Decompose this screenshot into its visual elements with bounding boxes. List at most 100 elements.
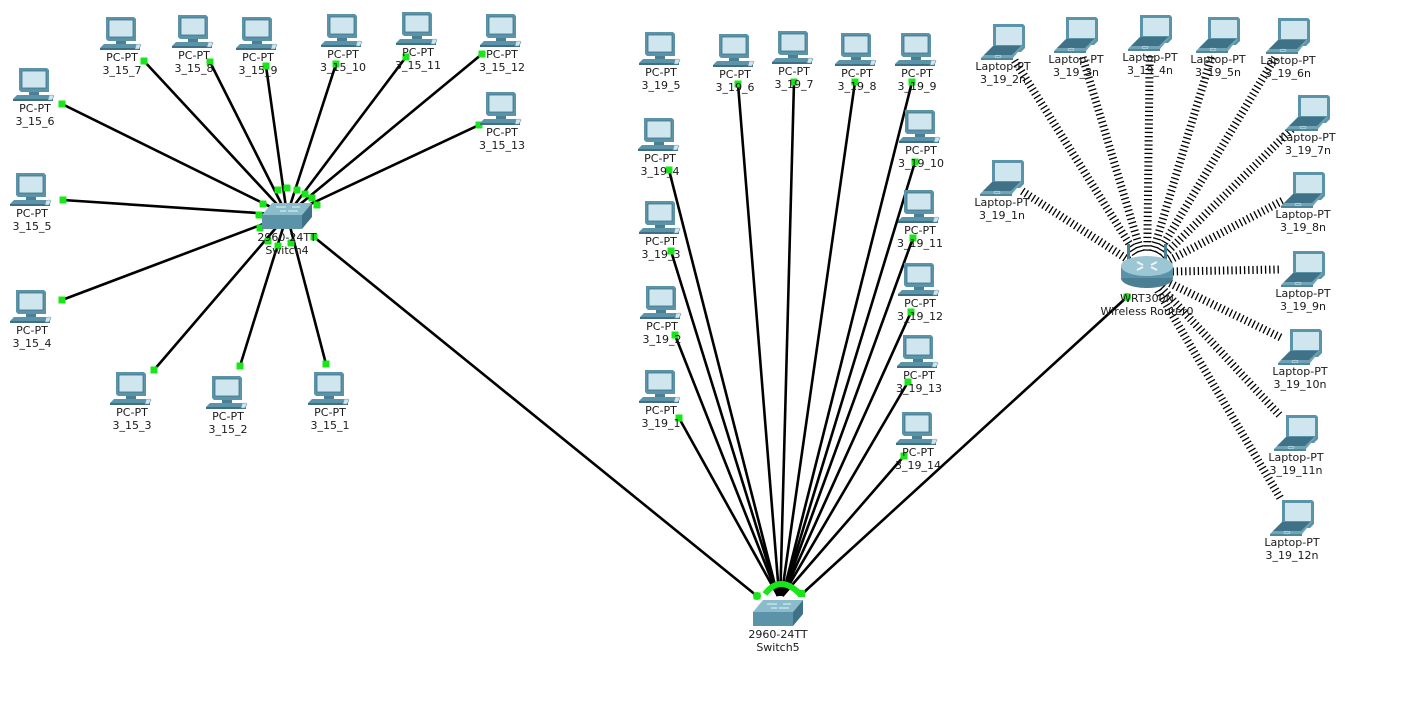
device-name: 3_19_12n [1265, 549, 1319, 562]
device-name: 3_19_14 [895, 459, 941, 472]
device-model: Laptop-PT [1190, 53, 1246, 66]
device-name: 3_19_7 [774, 78, 814, 91]
device-label: PC-PT 3_19_6 [685, 68, 785, 94]
link-WirelessRouter0-3_19_2n[interactable] [1011, 58, 1140, 257]
device-name: 3_15_7 [102, 64, 142, 77]
link-Switch5-3_19_7[interactable] [778, 78, 798, 597]
link-WirelessRouter0-3_19_6n[interactable] [1154, 55, 1279, 256]
device-label: PC-PT 3_19_10 [871, 144, 971, 170]
device-label: PC-PT 3_19_8 [807, 67, 907, 93]
device-model: PC-PT [719, 68, 751, 81]
device-name: 3_15_9 [238, 64, 278, 77]
device-label: PC-PT 3_15_6 [0, 102, 85, 128]
link-Switch5-3_19_9[interactable] [781, 78, 916, 597]
device-name: Switch4 [265, 244, 309, 257]
link-Switch4-3_15_11[interactable] [285, 53, 410, 216]
link-WirelessRouter0-3_19_5n[interactable] [1149, 56, 1216, 253]
device-model: PC-PT [841, 67, 873, 80]
link-Switch4-3_15_2[interactable] [236, 214, 289, 370]
link-Switch5-3_19_14[interactable] [781, 452, 908, 597]
device-model: Laptop-PT [1264, 536, 1320, 549]
link-Switch5-3_19_10[interactable] [781, 158, 919, 597]
link-Switch4-3_15_5[interactable] [59, 196, 288, 217]
link-Switch5-3_19_12[interactable] [781, 308, 915, 597]
device-model: Laptop-PT [975, 60, 1031, 73]
device-label: 2960-24TT Switch5 [728, 628, 828, 654]
device-name: 3_15_5 [12, 220, 52, 233]
device-model: PC-PT [116, 406, 148, 419]
device-label: 2960-24TT Switch4 [237, 231, 337, 257]
device-name: 3_19_9n [1280, 300, 1326, 313]
device-name: 3_19_6n [1265, 67, 1311, 80]
device-model: PC-PT [903, 369, 935, 382]
device-model: PC-PT [16, 324, 48, 337]
device-model: 2960-24TT [257, 231, 317, 244]
port-status-indicator [206, 58, 214, 66]
device-name: 3_19_10 [898, 157, 944, 170]
device-label: PC-PT 3_19_1 [611, 404, 711, 430]
device-label: PC-PT 3_15_8 [144, 49, 244, 75]
link-Switch4-3_15_7[interactable] [140, 57, 288, 216]
link-WirelessRouter0-3_19_11n[interactable] [1158, 284, 1283, 418]
device-name: 3_15_13 [479, 139, 525, 152]
link-Switch5-3_19_1[interactable] [675, 414, 780, 597]
device-model: PC-PT [645, 404, 677, 417]
link-WirelessRouter0-3_19_9n[interactable] [1168, 265, 1279, 276]
device-label: Laptop-PT 3_19_9n [1253, 287, 1353, 313]
link-Switch5-3_19_13[interactable] [781, 378, 912, 597]
device-name: 3_19_13 [896, 382, 942, 395]
device-name: 3_15_3 [112, 419, 152, 432]
device-name: 3_15_8 [174, 62, 214, 75]
device-label: Laptop-PT 3_19_7n [1258, 131, 1358, 157]
link-Switch4-3_15_8[interactable] [206, 58, 289, 216]
port-status-indicator [402, 53, 410, 61]
device-name: 3_19_5 [641, 79, 681, 92]
link-Switch4-3_15_13[interactable] [286, 121, 483, 217]
device-label: PC-PT 3_19_11 [870, 224, 970, 250]
link-Switch5-3_19_4[interactable] [665, 166, 780, 597]
port-status-indicator [851, 78, 859, 86]
device-name: 3_19_8n [1280, 221, 1326, 234]
device-name: 3_19_1n [979, 209, 1025, 222]
link-Switch5-3_19_8[interactable] [780, 78, 859, 597]
device-model: Laptop-PT [1272, 365, 1328, 378]
device-name: 3_19_9 [897, 80, 937, 93]
device-label: PC-PT 3_15_13 [452, 126, 552, 152]
device-model: PC-PT [904, 297, 936, 310]
device-model: PC-PT [178, 49, 210, 62]
device-label: PC-PT 3_15_7 [72, 51, 172, 77]
link-Switch5-3_19_3[interactable] [667, 247, 780, 597]
device-model: Laptop-PT [1260, 54, 1316, 67]
device-model: PC-PT [646, 320, 678, 333]
router-port-indicator [1123, 293, 1131, 301]
port-status-indicator [150, 366, 158, 374]
device-model: Laptop-PT [974, 196, 1030, 209]
link-Switch5-3_19_2[interactable] [671, 331, 780, 597]
link-Switch4-3_15_12[interactable] [286, 50, 486, 217]
link-Switch5-3_19_6[interactable] [734, 80, 781, 597]
link-Switch5-3_19_11[interactable] [781, 234, 917, 597]
port-status-indicator [58, 100, 66, 108]
device-label: Laptop-PT 3_19_3n [1026, 53, 1126, 79]
device-label: PC-PT 3_15_2 [178, 410, 278, 436]
device-name: 3_15_10 [320, 61, 366, 74]
device-name: 3_19_12 [897, 310, 943, 323]
link-Switch4-3_15_4[interactable] [58, 213, 288, 304]
device-name: 3_19_3n [1053, 66, 1099, 79]
device-model: PC-PT [19, 102, 51, 115]
link-WirelessRouter0-3_19_7n[interactable] [1159, 126, 1295, 260]
link-WirelessRouter0-3_19_4n[interactable] [1143, 56, 1154, 251]
device-name: Wireless Router0 [1100, 305, 1194, 318]
link-WirelessRouter0-3_19_3n[interactable] [1078, 56, 1145, 253]
device-name: 3_15_2 [208, 423, 248, 436]
device-name: 3_19_4 [640, 165, 680, 178]
device-name: 3_19_11 [897, 237, 943, 250]
link-Switch4-3_15_6[interactable] [58, 100, 288, 217]
port-status-indicator [262, 62, 270, 70]
link-WirelessRouter0-3_19_12n[interactable] [1154, 288, 1284, 500]
port-status-indicator [667, 247, 675, 255]
device-name: Switch5 [756, 641, 800, 654]
switch5-port-indicators [753, 581, 805, 600]
port-status-indicator [790, 78, 798, 86]
